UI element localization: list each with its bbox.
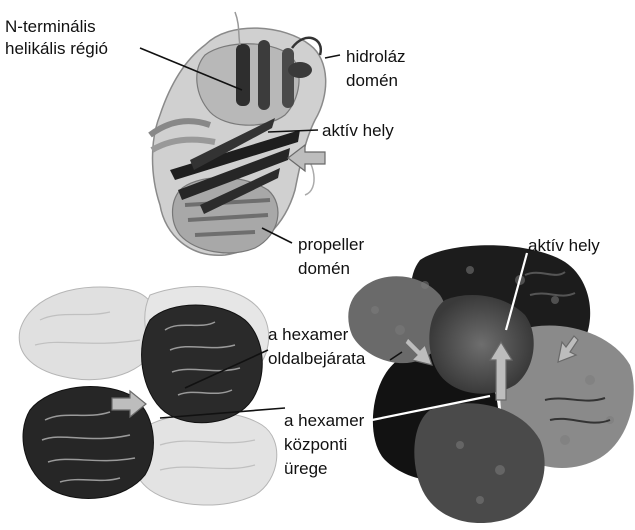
hydrolase-label-line2: domén (346, 71, 398, 90)
hexamer-surface-model (348, 245, 633, 523)
side-entrance-label-line1: a hexamer (268, 325, 349, 344)
central-cavity-label-line2: központi (284, 435, 347, 454)
n-terminal-label-line2: helikális régió (5, 39, 108, 58)
hydrolase-label-line1: hidroláz (346, 47, 406, 66)
propeller-label-line2: domén (298, 259, 350, 278)
central-cavity-label-line1: a hexamer (284, 411, 365, 430)
central-cavity-label-line3: ürege (284, 459, 327, 478)
side-entrance-label-line2: oldalbejárata (268, 349, 366, 368)
hexamer-ribbon-model (19, 287, 277, 505)
n-terminal-label-line1: N-terminális (5, 17, 96, 36)
hydrolase-leader-line (325, 55, 340, 58)
monomer-ribbon-model (150, 12, 326, 255)
propeller-label-line1: propeller (298, 235, 364, 254)
active-site-label-right: aktív hely (528, 236, 600, 255)
active-site-label-top: aktív hely (322, 121, 394, 140)
